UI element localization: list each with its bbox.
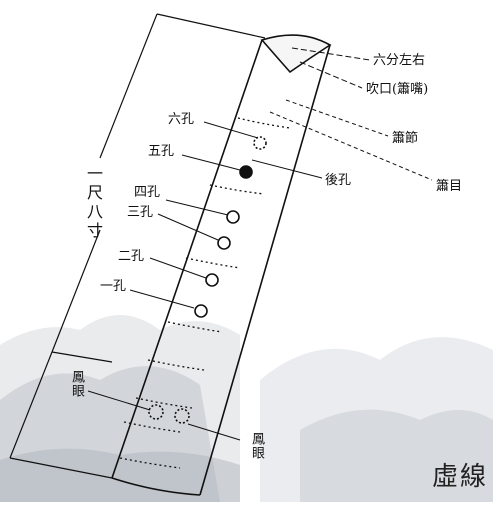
ink-mountain-background (0, 315, 493, 502)
xiaomu-label: 簫目 (436, 179, 463, 194)
liufen-label: 六分左右 (373, 53, 426, 68)
flute-body (111, 34, 332, 496)
hole-6-label: 六孔 (168, 112, 195, 127)
hole-2-label: 二孔 (118, 249, 145, 264)
finger-holes (148, 136, 267, 424)
hole-5-marker (239, 165, 253, 179)
houkong-label: 後孔 (325, 173, 352, 188)
length-bracket (9, 13, 266, 479)
hole-2-marker (205, 273, 219, 287)
hole-4-marker (226, 210, 240, 224)
fengyan-right-label: 鳳眼 (249, 432, 264, 460)
fengyan-left-marker (148, 404, 164, 420)
dashed-line-note: 虛線 (432, 462, 489, 492)
hole-1-label: 一孔 (100, 279, 127, 294)
hole-1-marker (194, 304, 208, 318)
hole-3-label: 三孔 (127, 205, 154, 220)
xiaojie-label: 簫節 (392, 131, 419, 146)
length-label: 一尺八寸 (84, 165, 103, 241)
hole-3-marker (217, 236, 231, 250)
leader-lines (87, 47, 433, 441)
fengyan-right-marker (174, 408, 190, 424)
chuikou-label: 吹口(簫嘴) (366, 82, 429, 97)
hole-5-label: 五孔 (148, 144, 175, 159)
hole-4-label: 四孔 (134, 185, 161, 200)
hole-6-marker (253, 136, 267, 150)
fengyan-left-label: 鳳眼 (69, 370, 84, 398)
flute-nodes (119, 117, 291, 469)
